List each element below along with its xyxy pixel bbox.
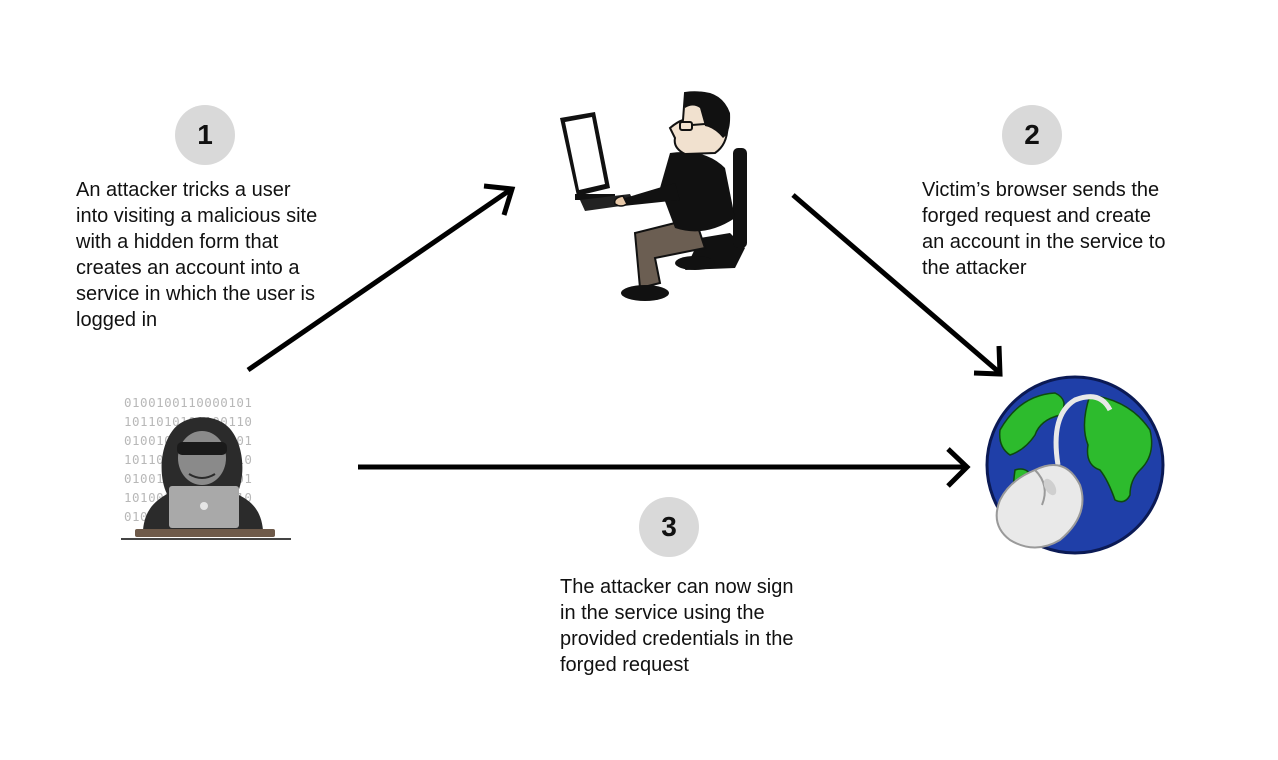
step-3-badge: 3: [639, 497, 699, 557]
arrow-attacker-to-service-head: [946, 447, 971, 488]
step-1-text: An attacker tricks a user into visiting …: [76, 179, 318, 331]
arrow-victim-to-service: [791, 193, 1002, 375]
globe-mouse-icon: [985, 375, 1165, 555]
arrow-attacker-to-victim: [246, 187, 512, 373]
binary-line: 0100100110000101: [124, 395, 252, 410]
step-2-badge: 2: [1002, 105, 1062, 165]
user-at-computer-icon: [560, 91, 747, 301]
arrow-attacker-to-victim-head: [483, 183, 516, 216]
step-1-badge: 1: [175, 105, 235, 165]
arrow-victim-to-service-head: [973, 345, 1003, 377]
step-2-text: Victim’s browser sends the forged reques…: [922, 179, 1166, 279]
hacker-icon: 0100100110000101 1011010101100110 010010…: [121, 395, 291, 540]
step-3-text: The attacker can now sign in the service…: [560, 576, 794, 676]
